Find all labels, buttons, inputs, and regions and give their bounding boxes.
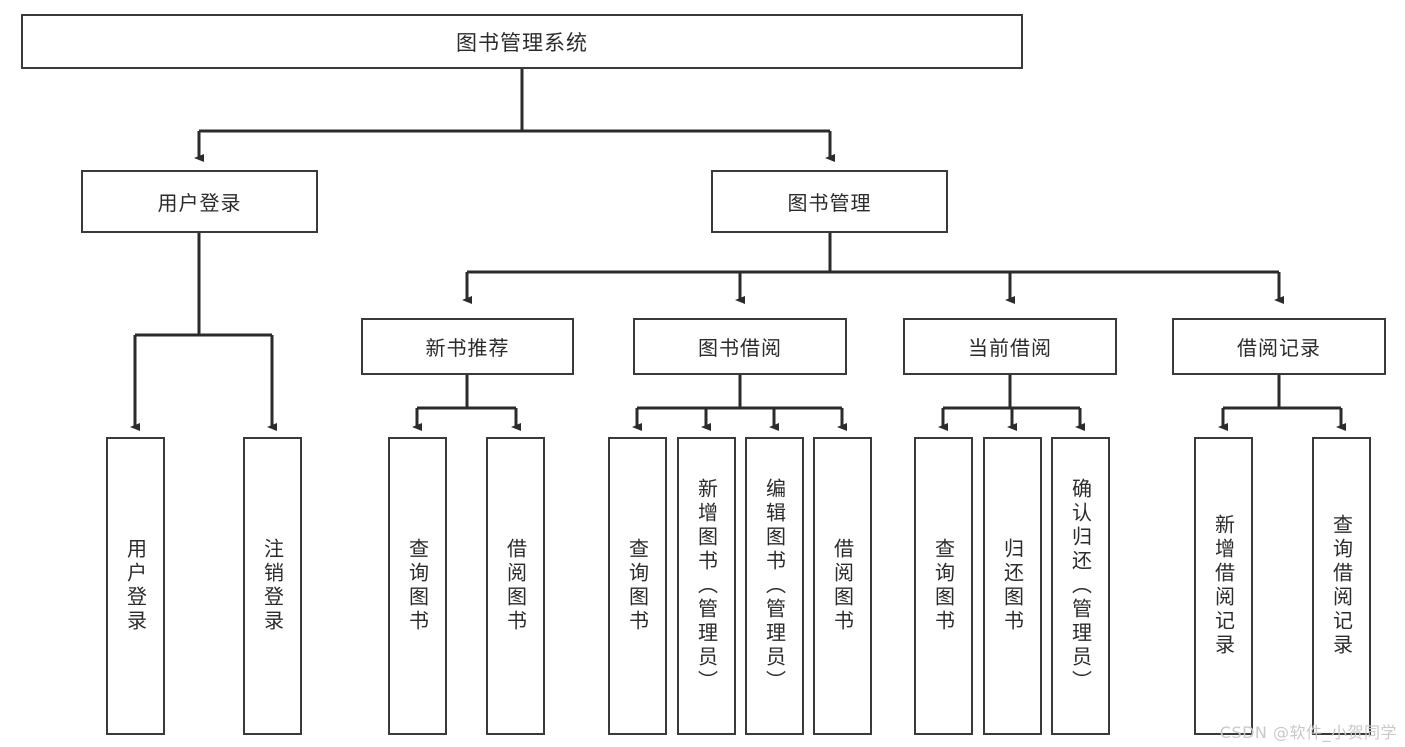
node-label: 查询图书	[625, 538, 650, 634]
node-label: 查询图书	[405, 538, 430, 634]
leaf-recommend-query-book[interactable]: 查询图书	[388, 437, 447, 735]
node-label: 确认归还（管理员）	[1068, 478, 1093, 694]
node-label: 借阅图书	[830, 538, 855, 634]
node-label: 借阅记录	[1237, 336, 1321, 360]
leaf-user-login-logout[interactable]: 注销登录	[243, 437, 302, 735]
node-label: 查询图书	[931, 538, 956, 634]
leaf-user-login-login[interactable]: 用户登录	[106, 437, 165, 735]
leaf-current-return-book[interactable]: 归还图书	[983, 437, 1042, 735]
node-label: 借阅图书	[503, 538, 528, 634]
node-label: 新增图书（管理员）	[694, 478, 719, 694]
node-book-management[interactable]: 图书管理	[711, 170, 948, 233]
leaf-borrow-borrow-book[interactable]: 借阅图书	[813, 437, 872, 735]
node-label: 编辑图书（管理员）	[762, 478, 787, 694]
node-label: 用户登录	[123, 538, 148, 634]
node-current-borrow[interactable]: 当前借阅	[903, 318, 1117, 375]
node-label: 图书管理	[787, 191, 872, 215]
node-label: 新书推荐	[425, 336, 510, 360]
leaf-borrow-edit-book-admin[interactable]: 编辑图书（管理员）	[745, 437, 804, 735]
node-label: 新增借阅记录	[1211, 514, 1236, 658]
leaf-borrow-add-book-admin[interactable]: 新增图书（管理员）	[677, 437, 736, 735]
leaf-borrow-query-book[interactable]: 查询图书	[608, 437, 667, 735]
node-label: 注销登录	[260, 538, 285, 634]
node-borrow-record[interactable]: 借阅记录	[1172, 318, 1386, 375]
node-label: 当前借阅	[968, 336, 1052, 360]
node-user-login[interactable]: 用户登录	[81, 170, 318, 233]
node-label: 图书借阅	[698, 336, 782, 360]
node-label: 图书管理系统	[456, 30, 588, 55]
leaf-record-add-borrow-record[interactable]: 新增借阅记录	[1194, 437, 1253, 735]
leaf-current-confirm-return-admin[interactable]: 确认归还（管理员）	[1051, 437, 1110, 735]
node-book-borrow[interactable]: 图书借阅	[633, 318, 847, 375]
node-new-book-recommend[interactable]: 新书推荐	[361, 318, 574, 375]
node-label: 用户登录	[157, 191, 242, 215]
node-label: 归还图书	[1000, 538, 1025, 634]
node-label: 查询借阅记录	[1329, 514, 1354, 658]
leaf-record-query-borrow-record[interactable]: 查询借阅记录	[1312, 437, 1371, 735]
leaf-recommend-borrow-book[interactable]: 借阅图书	[486, 437, 545, 735]
leaf-current-query-book[interactable]: 查询图书	[914, 437, 973, 735]
watermark: CSDN @软件_小贺同学	[1219, 723, 1397, 742]
node-root-book-management-system[interactable]: 图书管理系统	[21, 14, 1023, 69]
